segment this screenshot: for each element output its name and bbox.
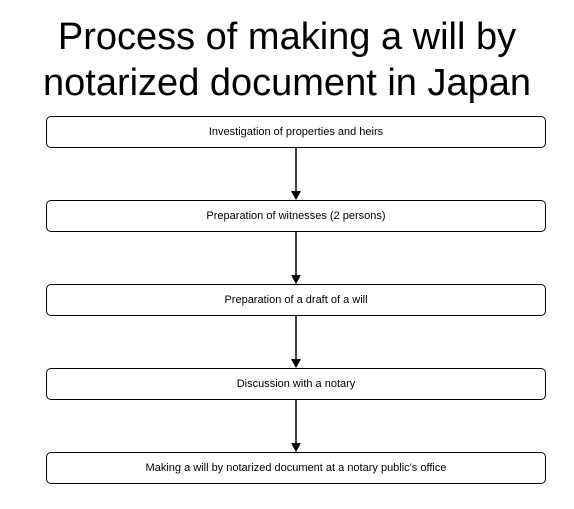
arrow-down-icon xyxy=(291,232,301,284)
title-line-2: notarized document in Japan xyxy=(43,62,531,104)
arrow-down-icon xyxy=(291,148,301,200)
step-investigation: Investigation of properties and heirs xyxy=(46,116,546,148)
page-title: Process of making a will by notarized do… xyxy=(0,14,574,106)
step-discussion: Discussion with a notary xyxy=(46,368,546,400)
title-line-1: Process of making a will by xyxy=(57,16,517,58)
step-witnesses: Preparation of witnesses (2 persons) xyxy=(46,200,546,232)
step-draft: Preparation of a draft of a will xyxy=(46,284,546,316)
step-making-will: Making a will by notarized document at a… xyxy=(46,452,546,484)
arrow-down-icon xyxy=(291,400,301,452)
arrow-down-icon xyxy=(291,316,301,368)
